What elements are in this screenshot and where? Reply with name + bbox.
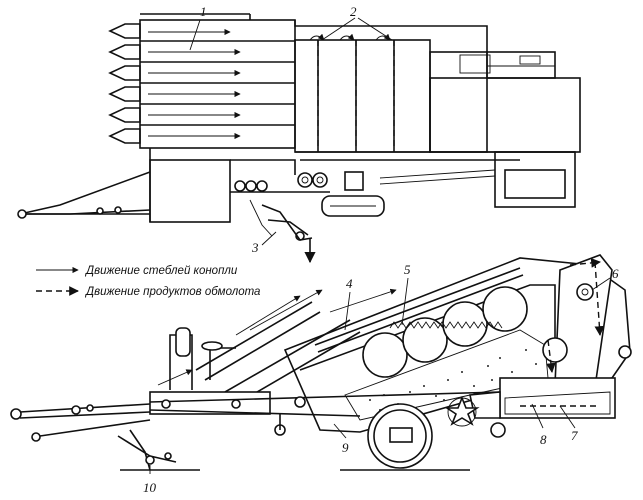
svg-text:6: 6 <box>612 266 619 281</box>
comb-springs <box>389 321 503 329</box>
svg-text:5: 5 <box>404 262 411 277</box>
plan-view <box>17 13 581 264</box>
callout-4: 4 <box>344 276 353 331</box>
callout-7: 7 <box>559 405 578 443</box>
callout-6: 6 <box>591 266 619 291</box>
callout-10: 10 <box>143 465 157 495</box>
svg-text:8: 8 <box>540 432 547 447</box>
svg-text:9: 9 <box>342 440 349 455</box>
legend-stalk-movement: Движение стеблей конопли <box>36 265 238 277</box>
elevator <box>542 254 632 386</box>
main-wheel <box>367 403 433 469</box>
callout-9: 9 <box>333 423 349 455</box>
svg-text:1: 1 <box>200 4 207 19</box>
svg-text:7: 7 <box>571 428 578 443</box>
callout-5: 5 <box>401 262 411 326</box>
crop-dividers <box>108 23 141 144</box>
svg-text:4: 4 <box>346 276 353 291</box>
svg-text:2: 2 <box>350 4 357 19</box>
svg-text:10: 10 <box>143 480 157 495</box>
feed-rollers <box>234 172 328 192</box>
svg-text:Движение стеблей конопли: Движение стеблей конопли <box>84 265 238 277</box>
callout-3: 3 <box>251 231 277 255</box>
side-view <box>10 254 632 471</box>
callout-2: 2 <box>321 4 393 41</box>
callout-8: 8 <box>531 403 547 447</box>
svg-text:3: 3 <box>251 240 259 255</box>
legend-threshing-movement: Движение продуктов обмолота <box>36 286 260 298</box>
callout-1: 1 <box>189 4 207 51</box>
svg-text:Движение продуктов обмолота: Движение продуктов обмолота <box>84 286 260 298</box>
legend: Движение стеблей конопли Движение продук… <box>36 265 260 298</box>
